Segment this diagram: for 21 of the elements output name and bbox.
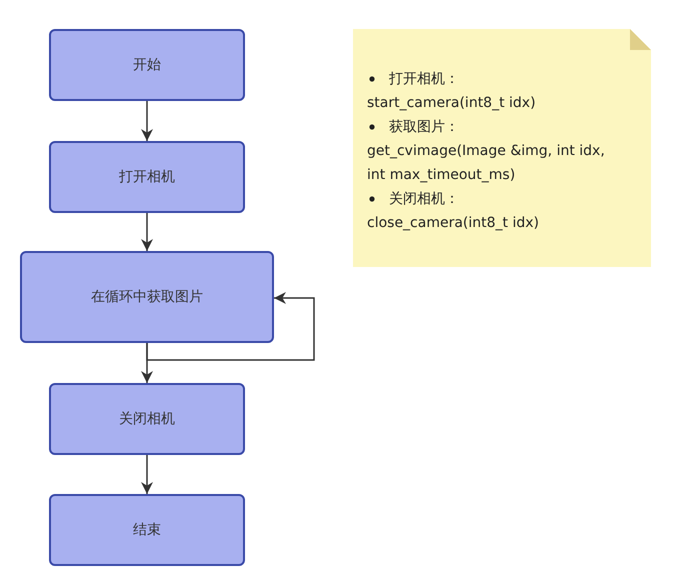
function-signature: close_camera(int8_t idx) [367,214,540,233]
step-label: 关闭相机 [119,410,175,428]
bullet-item: 关闭相机： [367,187,641,211]
arrow [141,455,153,494]
arrow [141,213,153,251]
process-box [49,29,245,101]
bullet-item: 打开相机： [367,67,641,91]
step-label: 在循环中获取图片 [91,288,203,306]
bullet-item: 获取图片： [367,115,641,139]
step-label: 开始 [133,56,161,74]
process-box [49,141,245,213]
process-box [49,494,245,566]
step-label: 结束 [133,521,161,539]
function-signature: start_camera(int8_t idx) [367,94,537,113]
sticky-note [353,29,651,267]
arrow [141,101,153,141]
loop-arrow [146,292,315,361]
process-box [20,251,274,343]
step-label: 打开相机 [119,168,175,186]
process-box [49,383,245,455]
function-signature: get_cvimage(Image &img, int idx, int max_timeout_ms) [367,142,606,185]
